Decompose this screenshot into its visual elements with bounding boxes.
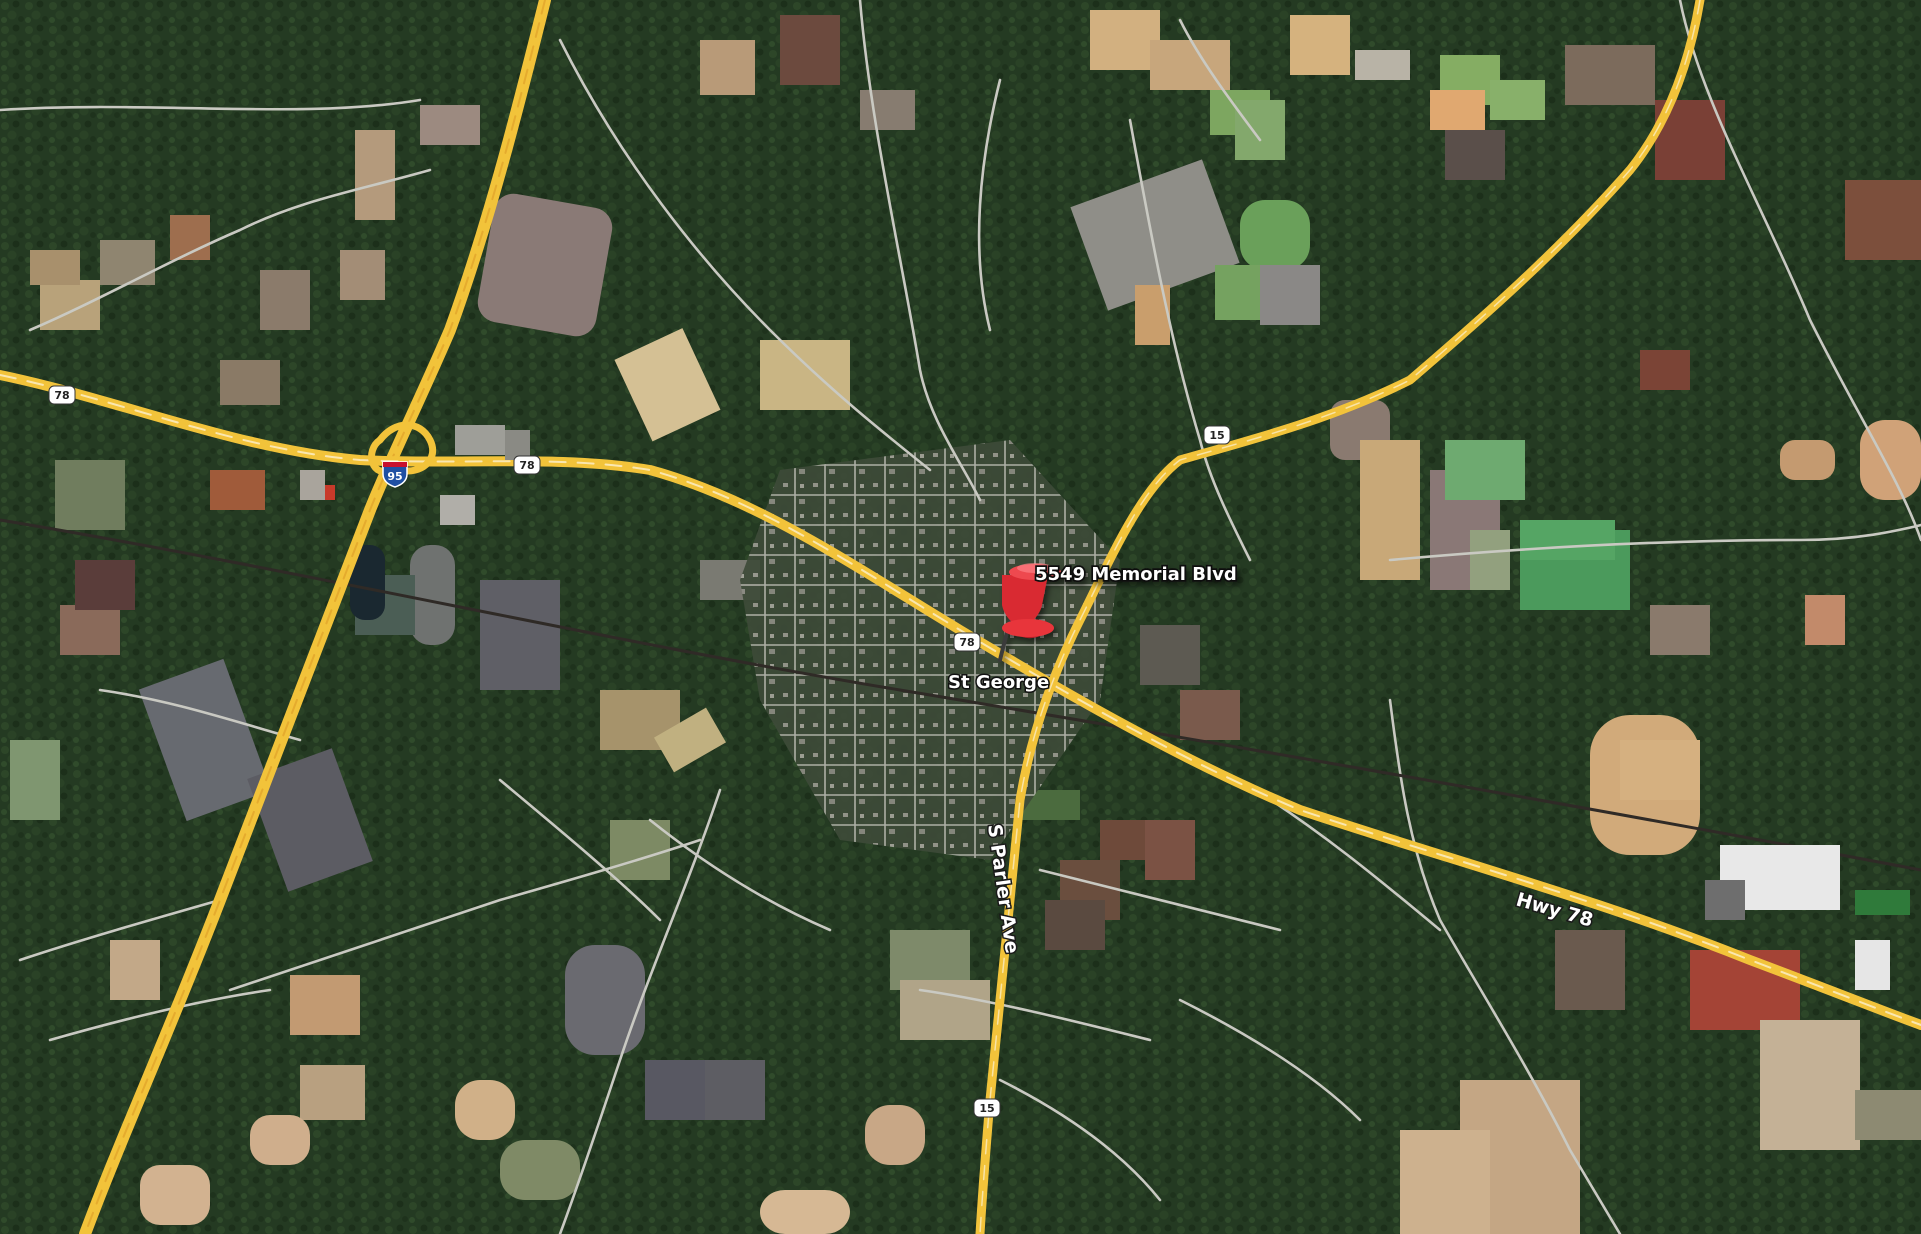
location-pin[interactable]: 5549 Memorial Blvd [998, 562, 1239, 662]
interstate-95-shield: 95 [382, 461, 408, 488]
town-label: St George [948, 672, 1049, 693]
us78-east-shield: 78 [513, 455, 541, 475]
us78-west-shield: 78 [48, 385, 76, 405]
railroad-line [0, 518, 1921, 872]
us15-north-shield: 15 [1203, 425, 1231, 445]
svg-text:78: 78 [959, 636, 974, 649]
us15-south-shield: 15 [973, 1098, 1001, 1118]
buildings [300, 425, 1910, 990]
svg-text:78: 78 [519, 459, 534, 472]
svg-text:95: 95 [387, 470, 402, 483]
svg-text:78: 78 [54, 389, 69, 402]
svg-text:15: 15 [979, 1102, 994, 1115]
farm-fields [10, 10, 1921, 1234]
pin-address-label: 5549 Memorial Blvd [1035, 564, 1237, 585]
us78-center-shield: 78 [953, 632, 981, 652]
highway-shields: 78 78 78 95 15 15 [48, 385, 1231, 1118]
svg-text:15: 15 [1209, 429, 1224, 442]
red-pushpin-icon[interactable] [1002, 563, 1061, 639]
